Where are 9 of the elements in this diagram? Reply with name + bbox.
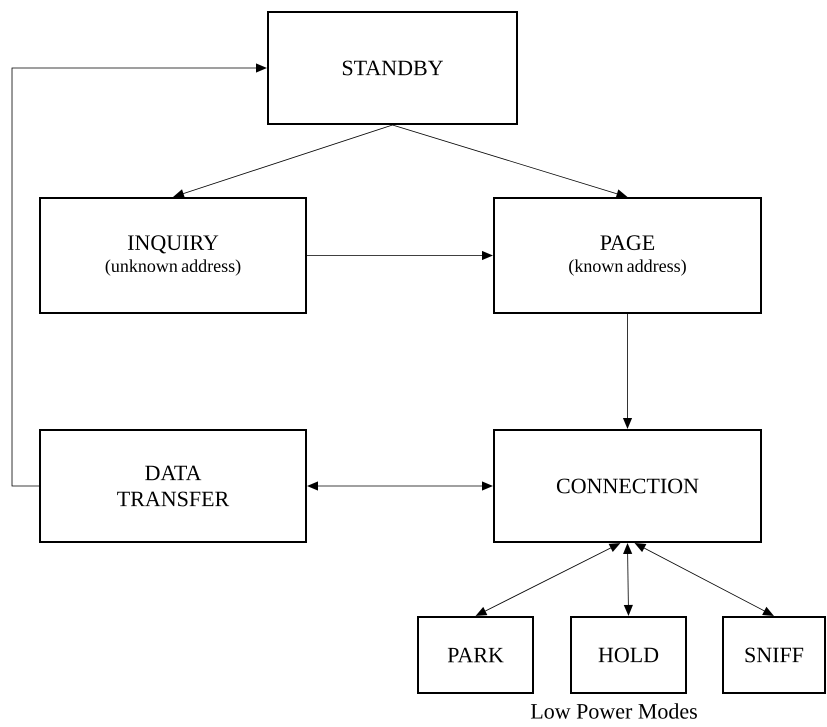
state-box: DATA TRANSFER	[39, 429, 307, 543]
state-box: STANDBY	[267, 11, 518, 125]
state-box: SNIFF	[722, 616, 826, 694]
state-box: INQUIRY (unknown address)	[39, 197, 307, 314]
state-box: HOLD	[570, 616, 687, 694]
caption-text: Low Power Modes	[530, 703, 697, 719]
state-box: PARK	[417, 616, 534, 694]
state-box: CONNECTION	[493, 429, 762, 543]
state-box: PAGE (known address)	[493, 197, 762, 314]
